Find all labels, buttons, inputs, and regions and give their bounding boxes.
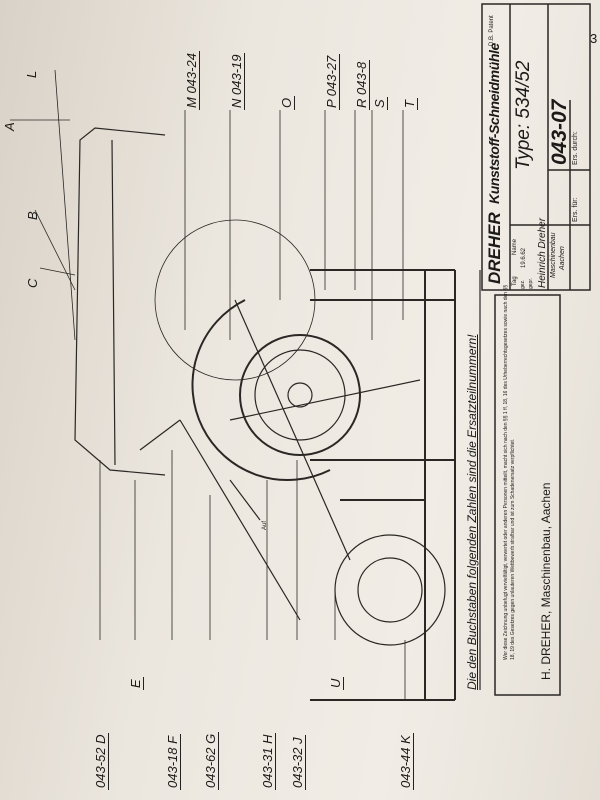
label-u: U (328, 676, 345, 690)
rotor (254, 349, 346, 441)
label-d: 043-52 D (93, 732, 110, 790)
drawing-number: 043-07 (548, 99, 571, 165)
label-f: 043-18 F (165, 733, 182, 790)
label-s: S (372, 97, 389, 110)
frame (310, 269, 456, 701)
product-name: Kunststoff-Schneidmühle (486, 43, 502, 204)
maker-city: Aachen (559, 246, 566, 270)
belt-and-linkage (139, 299, 421, 621)
hopper (74, 127, 166, 476)
caption: Die den Buchstaben folgenden Zahlen sind… (465, 334, 479, 690)
ers-fuer: Ers. für: (572, 197, 579, 222)
rotor-housing (239, 334, 361, 456)
col-name: Name (512, 238, 518, 255)
label-g: 043-62 G (203, 731, 220, 790)
label-m: M 043-24 (184, 51, 201, 110)
motor (334, 534, 446, 646)
label-j: 043-32 J (290, 735, 307, 790)
screen (191, 299, 331, 481)
ers-durch: Ers. durch: (572, 131, 579, 165)
label-n: N 043-19 (229, 52, 246, 110)
copyright-notice: Wer diese Zeichnung unbefugt vervielfält… (503, 284, 516, 660)
label-a: A (2, 122, 17, 131)
label-p: P 043-27 (324, 53, 341, 110)
company-name: DREHER (485, 212, 504, 284)
maker-name: Heinrich Dreher (537, 217, 548, 288)
leader-lines (10, 69, 406, 700)
label-l: L (24, 70, 39, 78)
notice-footer: H. DREHER, Maschinenbau, Aachen (539, 482, 553, 680)
page-number: 3 (590, 31, 598, 46)
label-b: B (25, 211, 40, 220)
label-h: 043-31 H (260, 732, 277, 790)
label-auf: Auf (262, 520, 268, 530)
label-c: C (25, 278, 40, 288)
patent-note: D.B. Patent (489, 15, 495, 46)
label-e: E (128, 677, 145, 690)
label-r: R 043-8 (354, 59, 371, 110)
row-gepr: gepr. (528, 277, 534, 289)
motor-pulley (357, 557, 423, 623)
date: 19.6.62 (521, 247, 527, 268)
title-block-frame (481, 3, 591, 696)
maker-sub: Maschinenbau (550, 232, 557, 278)
row-gez: gez. (520, 279, 526, 289)
rotor-shaft (287, 382, 313, 408)
type-number: Type: 534/52 (513, 60, 534, 170)
label-k: 043-44 K (398, 733, 415, 790)
label-o: O (279, 95, 296, 110)
label-t: T (402, 98, 419, 110)
